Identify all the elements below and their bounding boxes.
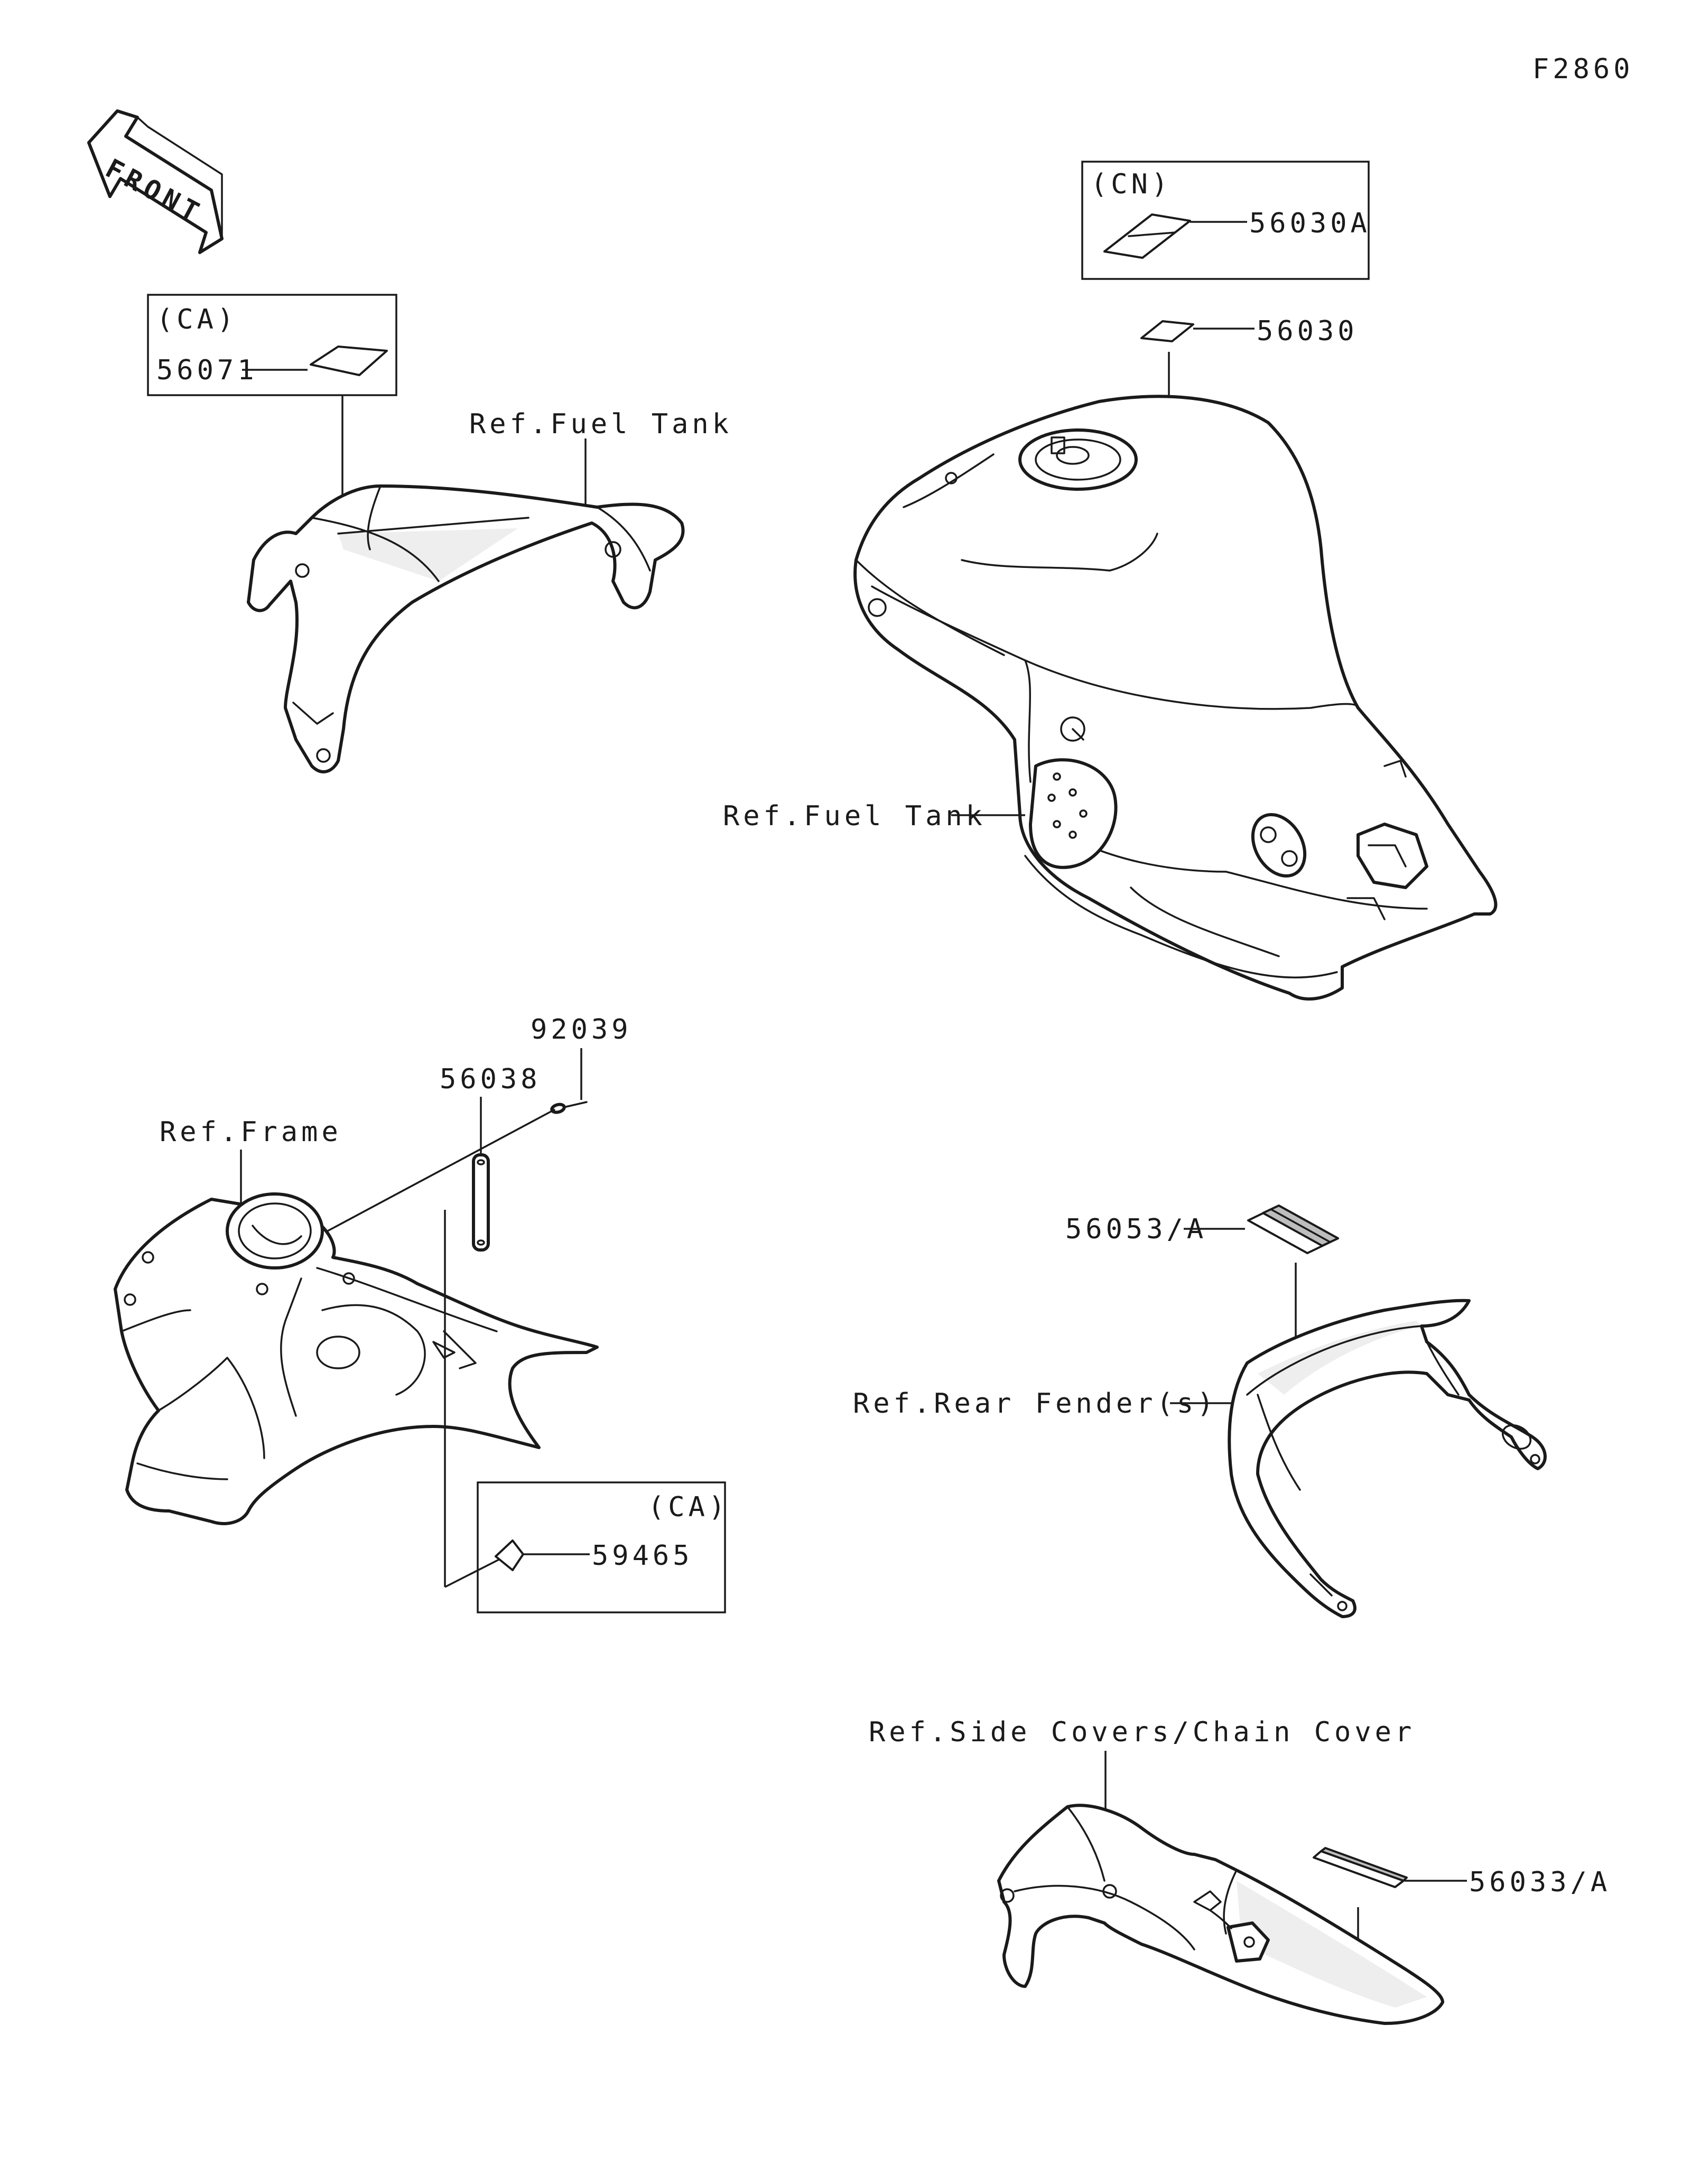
decal-59465-icon (495, 1539, 524, 1571)
ca-region-label: (CA) (156, 304, 237, 335)
rear-fender-part (1228, 1299, 1547, 1618)
part-number-56071: 56071 (156, 354, 258, 386)
part-number-56033A: 56033/A (1469, 1866, 1611, 1898)
cn-region-label: (CN) (1091, 169, 1172, 200)
ca-box-56071: (CA) 56071 (147, 294, 397, 534)
cn-box-56030A: (CN) 56030A (1081, 161, 1371, 280)
fuel-tank-cover-part: Ref.Fuel Tank (247, 408, 732, 773)
part-number-56053A: 56053/A (1065, 1214, 1207, 1245)
front-arrow-icon: FRONT (87, 109, 224, 254)
fuel-tank-part (853, 395, 1498, 1001)
part-number-56030: 56030 (1257, 315, 1358, 347)
rivet-92039-icon (550, 1101, 588, 1114)
part-number-59465: 59465 (592, 1540, 693, 1572)
decal-56030-icon (1140, 320, 1194, 342)
frame-part (114, 1192, 599, 1525)
decal-56071-icon (310, 346, 388, 376)
ca-box-59465: (CA) 59465 (444, 1210, 729, 1613)
part-number-92039: 92039 (531, 1014, 632, 1046)
ref-fuel-tank-label-1: Ref.Fuel Tank (469, 408, 732, 440)
decal-56030A-icon (1103, 213, 1191, 259)
decal-56033A-icon (1313, 1847, 1408, 1888)
plate-56038-icon (472, 1153, 490, 1252)
decal-56053A-icon (1247, 1205, 1339, 1254)
chain-cover-part (997, 1804, 1444, 2025)
part-number-56038: 56038 (440, 1063, 541, 1095)
ca-region-label-bottom: (CA) (648, 1491, 729, 1523)
decal-56030: 56030 (1140, 315, 1358, 494)
figure-code: F2860 (1532, 53, 1634, 85)
ref-side-covers-label: Ref.Side Covers/Chain Cover (869, 1716, 1415, 1748)
ref-fuel-tank-label-2: Ref.Fuel Tank (723, 800, 986, 832)
ref-frame-label: Ref.Frame (160, 1116, 342, 1148)
ref-rear-fender-label: Ref.Rear Fender(s) (853, 1388, 1218, 1420)
part-number-56030A: 56030A (1249, 208, 1371, 239)
